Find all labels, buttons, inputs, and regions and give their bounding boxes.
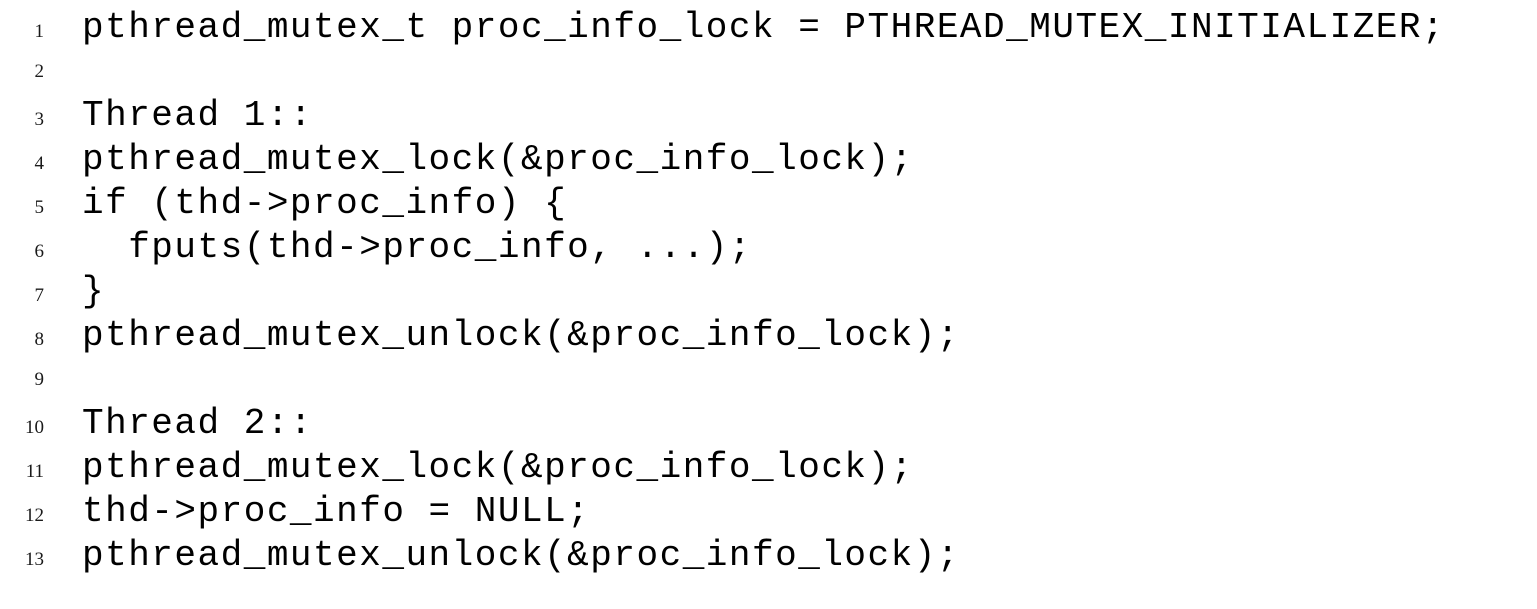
code-listing: 1 pthread_mutex_t proc_info_lock = PTHRE…	[0, 6, 1537, 578]
code-line: 5 if (thd->proc_info) {	[0, 182, 1537, 226]
code-line: 4 pthread_mutex_lock(&proc_info_lock);	[0, 138, 1537, 182]
code-line: 9	[0, 358, 1537, 402]
line-number: 4	[34, 153, 45, 174]
code-text: pthread_mutex_unlock(&proc_info_lock);	[82, 315, 960, 356]
code-text: Thread 2::	[82, 403, 314, 444]
line-number: 3	[34, 109, 45, 130]
line-number: 1	[34, 21, 45, 42]
line-number: 13	[25, 549, 44, 570]
code-text: if (thd->proc_info) {	[82, 183, 568, 224]
code-text: fputs(thd->proc_info, ...);	[82, 227, 753, 268]
line-number: 7	[34, 285, 45, 306]
code-line: 2	[0, 50, 1537, 94]
line-number: 9	[34, 369, 45, 390]
line-number: 2	[34, 61, 45, 82]
code-text: Thread 1::	[82, 95, 314, 136]
line-number: 11	[25, 461, 44, 482]
code-line: 1 pthread_mutex_t proc_info_lock = PTHRE…	[0, 6, 1537, 50]
code-text: }	[82, 271, 106, 312]
code-line: 7 }	[0, 270, 1537, 314]
code-line: 3 Thread 1::	[0, 94, 1537, 138]
code-line: 10 Thread 2::	[0, 402, 1537, 446]
code-line: 6 fputs(thd->proc_info, ...);	[0, 226, 1537, 270]
line-number: 5	[34, 197, 45, 218]
line-number: 10	[25, 417, 44, 438]
code-text: pthread_mutex_unlock(&proc_info_lock);	[82, 535, 960, 576]
code-line: 12 thd->proc_info = NULL;	[0, 490, 1537, 534]
line-number: 6	[34, 241, 45, 262]
code-line: 8 pthread_mutex_unlock(&proc_info_lock);	[0, 314, 1537, 358]
code-text: pthread_mutex_lock(&proc_info_lock);	[82, 139, 914, 180]
line-number: 8	[34, 329, 45, 350]
code-line: 13 pthread_mutex_unlock(&proc_info_lock)…	[0, 534, 1537, 578]
code-text: thd->proc_info = NULL;	[82, 491, 591, 532]
line-number: 12	[25, 505, 44, 526]
code-line: 11 pthread_mutex_lock(&proc_info_lock);	[0, 446, 1537, 490]
code-text: pthread_mutex_lock(&proc_info_lock);	[82, 447, 914, 488]
code-text: pthread_mutex_t proc_info_lock = PTHREAD…	[82, 7, 1446, 48]
